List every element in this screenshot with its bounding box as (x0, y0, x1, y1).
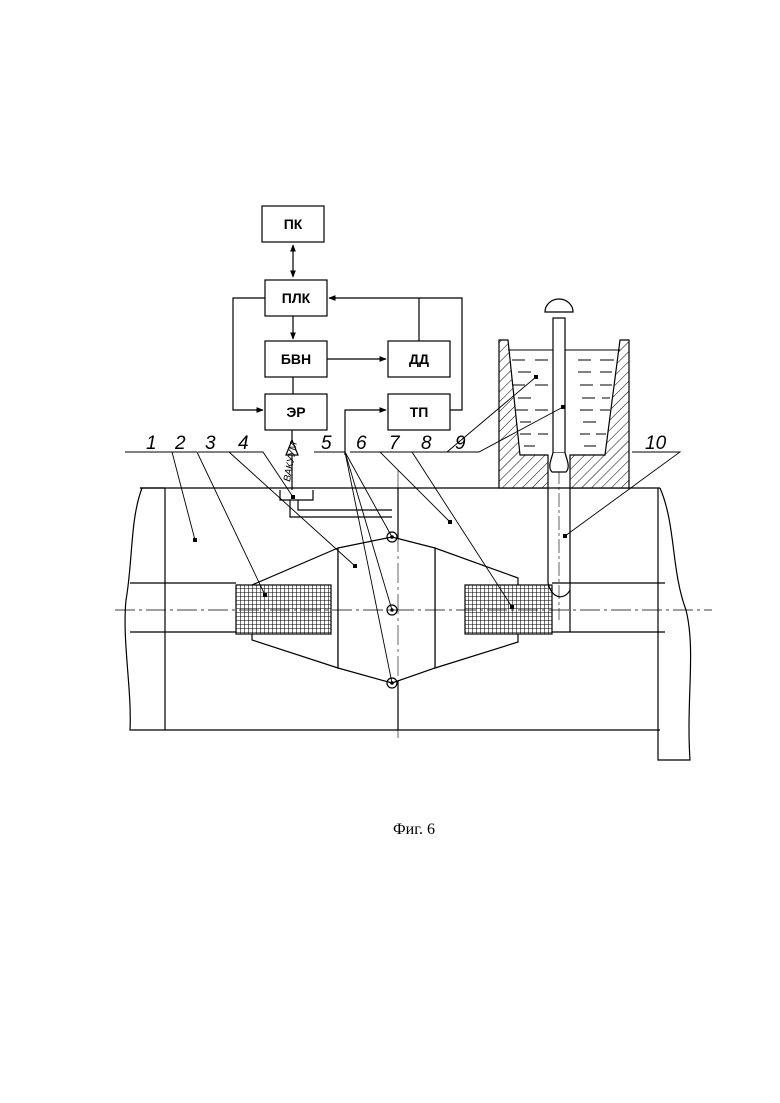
label-dd: ДД (409, 351, 429, 367)
part-number-10: 10 (645, 433, 667, 454)
stopper-rod (553, 318, 565, 453)
link-plk-er (233, 298, 265, 410)
right-mesh-filter (465, 585, 552, 634)
part-number-7: 7 (389, 433, 401, 454)
figure-caption: Фиг. 6 (393, 821, 435, 838)
part-number-5: 5 (321, 433, 332, 454)
label-tp: ТП (410, 404, 429, 420)
label-bvn: БВН (281, 351, 311, 367)
part-number-6: 6 (356, 433, 367, 454)
vessel-left-wall (499, 340, 548, 488)
label-pk: ПК (284, 216, 303, 232)
part-number-9: 9 (455, 433, 466, 454)
part-number-3: 3 (205, 433, 216, 454)
stopper-knob (545, 299, 573, 312)
pipe-assembly (115, 470, 712, 760)
part-number-8: 8 (421, 433, 432, 454)
part-number-1: 1 (146, 433, 157, 454)
left-mesh-filter (236, 585, 331, 634)
vacuum-port (280, 490, 313, 500)
label-er: ЭР (286, 404, 305, 420)
part-number-2: 2 (174, 433, 186, 454)
melt-vessel (499, 299, 629, 488)
vessel-right-wall (570, 340, 629, 488)
label-vacuum: ВАКУУМ (282, 441, 300, 483)
part-number-4: 4 (238, 433, 249, 454)
label-plk: ПЛК (282, 290, 311, 306)
link-tp-plk (329, 298, 462, 410)
